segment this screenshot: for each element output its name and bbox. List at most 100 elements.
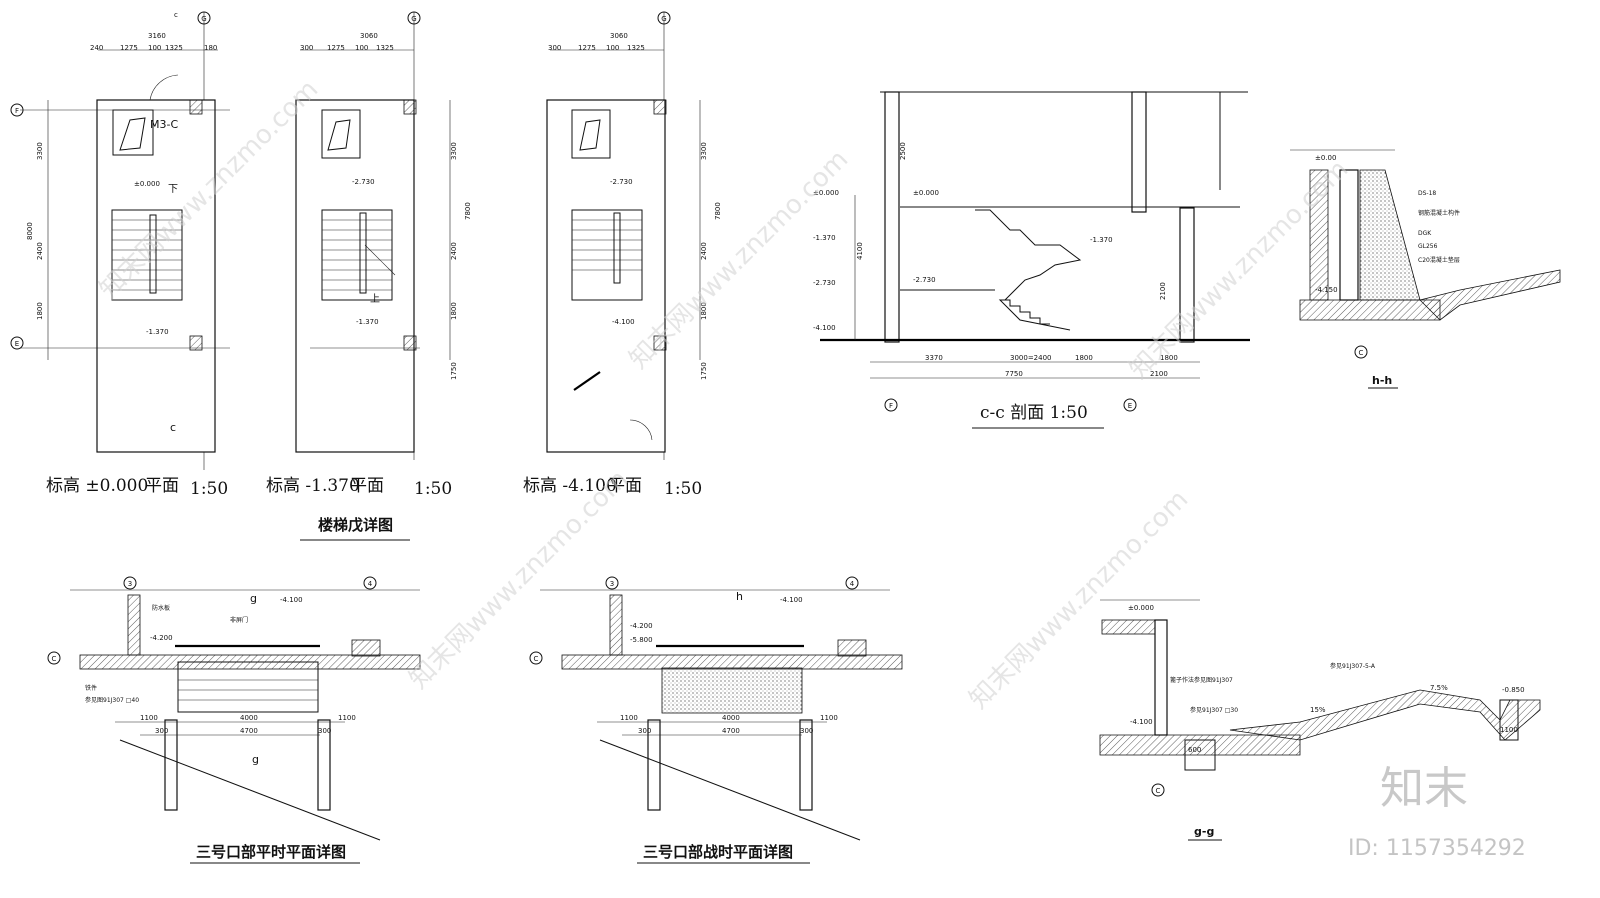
axis-label: C: [1359, 349, 1364, 357]
level-mark: ±0.000: [813, 189, 839, 197]
dim-text: 3000=2400: [1010, 354, 1052, 362]
dim-text: 100: [606, 44, 619, 52]
dim-text: 1100: [620, 714, 638, 722]
axis-bubble: [657, 11, 671, 25]
axis-label: G: [201, 15, 206, 23]
entrance-plan-peacetime: 3 4 C -4.100 -4.200 防水板 非屏门 铁件 参见图91J307…: [47, 576, 421, 864]
dim-text: 180: [204, 44, 217, 52]
dim-text: 3300: [700, 142, 708, 160]
dim-text: 8000: [26, 222, 34, 240]
note: 防水板: [152, 604, 170, 612]
section-caption: c-c 剖面 1:50: [980, 403, 1088, 423]
dim-text: 7800: [464, 202, 472, 220]
dim-text: 300: [800, 727, 813, 735]
dim-text: 7750: [1005, 370, 1023, 378]
section-gg: ±0.000 -4.100 -0.850 篦子作法参见图91J307 参见91J…: [1099, 599, 1541, 841]
level-mark: -4.200: [150, 634, 173, 642]
section-hh: ±0.00 DS-18 钢筋混凝土构件 DGK GL256 C20混凝土垫层 -…: [1290, 149, 1561, 389]
level-mark: -4.100: [780, 596, 803, 604]
cut-mark: c: [174, 11, 178, 19]
section-caption: h-h: [1372, 374, 1392, 387]
plan-caption: 标高 -4.100: [523, 476, 617, 496]
level-mark: -4.200: [630, 622, 653, 630]
note: 钢筋混凝土构件: [1418, 209, 1460, 217]
dim-text: 1275: [578, 44, 596, 52]
cut-mark: g: [252, 753, 259, 766]
axis-label: 4: [368, 580, 373, 588]
axis-label: F: [15, 107, 19, 115]
axis-bubble: [1123, 398, 1137, 412]
dim-text: 300: [300, 44, 313, 52]
axis-bubble: [10, 103, 24, 117]
watermark-layer: 知末网www.znzmo.com 知末网www.znzmo.com 知末网www…: [94, 74, 1355, 715]
stair-plan-level-1370: G 3060 300 1275 100 1325 -2.730 -1.370 上…: [266, 11, 472, 499]
dim-text: 600: [1188, 746, 1201, 754]
group-title: 楼梯戊详图: [318, 516, 393, 534]
dim-text: 1800: [36, 302, 44, 320]
dim-text: 1325: [165, 44, 183, 52]
axis-bubble: [123, 576, 137, 590]
axis-bubble: [529, 651, 543, 665]
dim-text: 1800: [450, 302, 458, 320]
asset-id: ID: 1157354292: [1348, 836, 1526, 861]
plan-caption-suffix: 平面: [145, 476, 179, 496]
dim-total: 3160: [148, 32, 166, 40]
axis-label: G: [411, 15, 416, 23]
plan-title: 三号口部平时平面详图: [196, 843, 346, 861]
level-mark: -1.370: [356, 318, 379, 326]
dim-total: 3060: [360, 32, 378, 40]
dim-text: 1325: [376, 44, 394, 52]
level-mark: ±0.000: [1128, 604, 1154, 612]
level-mark: -1.370: [146, 328, 169, 336]
dim-text: 1800: [700, 302, 708, 320]
dim-text: 1275: [327, 44, 345, 52]
axis-label: C: [534, 655, 539, 663]
note: GL256: [1418, 243, 1438, 250]
door-tag: M3-C: [150, 118, 178, 131]
dim-text: 1750: [450, 362, 458, 380]
dim-text: 1750: [700, 362, 708, 380]
plan-scale: 1:50: [414, 479, 452, 499]
plan-caption-suffix: 平面: [350, 476, 384, 496]
section-caption: g-g: [1194, 825, 1214, 838]
axis-label: 4: [850, 580, 855, 588]
section-cc: ±0.000 -1.370 -2.730 -4.100 -1.370 ±0.00…: [813, 91, 1250, 429]
axis-label: F: [889, 402, 893, 410]
dim-text: 1100: [1500, 726, 1518, 734]
level-mark: -4.100: [612, 318, 635, 326]
axis-bubble: [884, 398, 898, 412]
note: 参见91J307-5-A: [1330, 662, 1376, 670]
axis-label: C: [52, 655, 57, 663]
cut-mark: h: [736, 590, 743, 603]
direction-label: 下: [168, 184, 178, 195]
brand-logo-text: 知末: [1380, 763, 1468, 814]
axis-label: C: [1156, 787, 1161, 795]
level-mark: -2.730: [352, 178, 375, 186]
dim-text: 2100: [1159, 282, 1167, 300]
note: 铁件: [85, 684, 97, 692]
dim-text: 7800: [714, 202, 722, 220]
note: DGK: [1418, 230, 1432, 237]
note: 7.5%: [1430, 684, 1448, 692]
dim-text: 2400: [450, 242, 458, 260]
plan-title: 三号口部战时平面详图: [643, 843, 793, 861]
level-mark: ±0.000: [913, 189, 939, 197]
dim-text: 1100: [820, 714, 838, 722]
stair-plan-level-4100: G 3060 300 1275 100 1325 -2.730 -4.100 3…: [523, 11, 722, 499]
axis-bubble: [363, 576, 377, 590]
plan-caption-suffix: 平面: [608, 476, 642, 496]
plan-scale: 1:50: [190, 479, 228, 499]
dim-text: 2500: [899, 142, 907, 160]
dim-text: 1275: [120, 44, 138, 52]
level-mark: ±0.000: [134, 180, 160, 188]
axis-bubble: [1151, 783, 1165, 797]
note: 篦子作法参见图91J307: [1170, 676, 1233, 684]
note: 15%: [1310, 706, 1326, 714]
dim-text: 300: [638, 727, 651, 735]
axis-label: E: [15, 340, 19, 348]
dim-text: 1100: [338, 714, 356, 722]
dim-text: 1100: [140, 714, 158, 722]
dim-text: 2100: [1150, 370, 1168, 378]
dim-text: 1325: [627, 44, 645, 52]
column: [189, 335, 203, 351]
